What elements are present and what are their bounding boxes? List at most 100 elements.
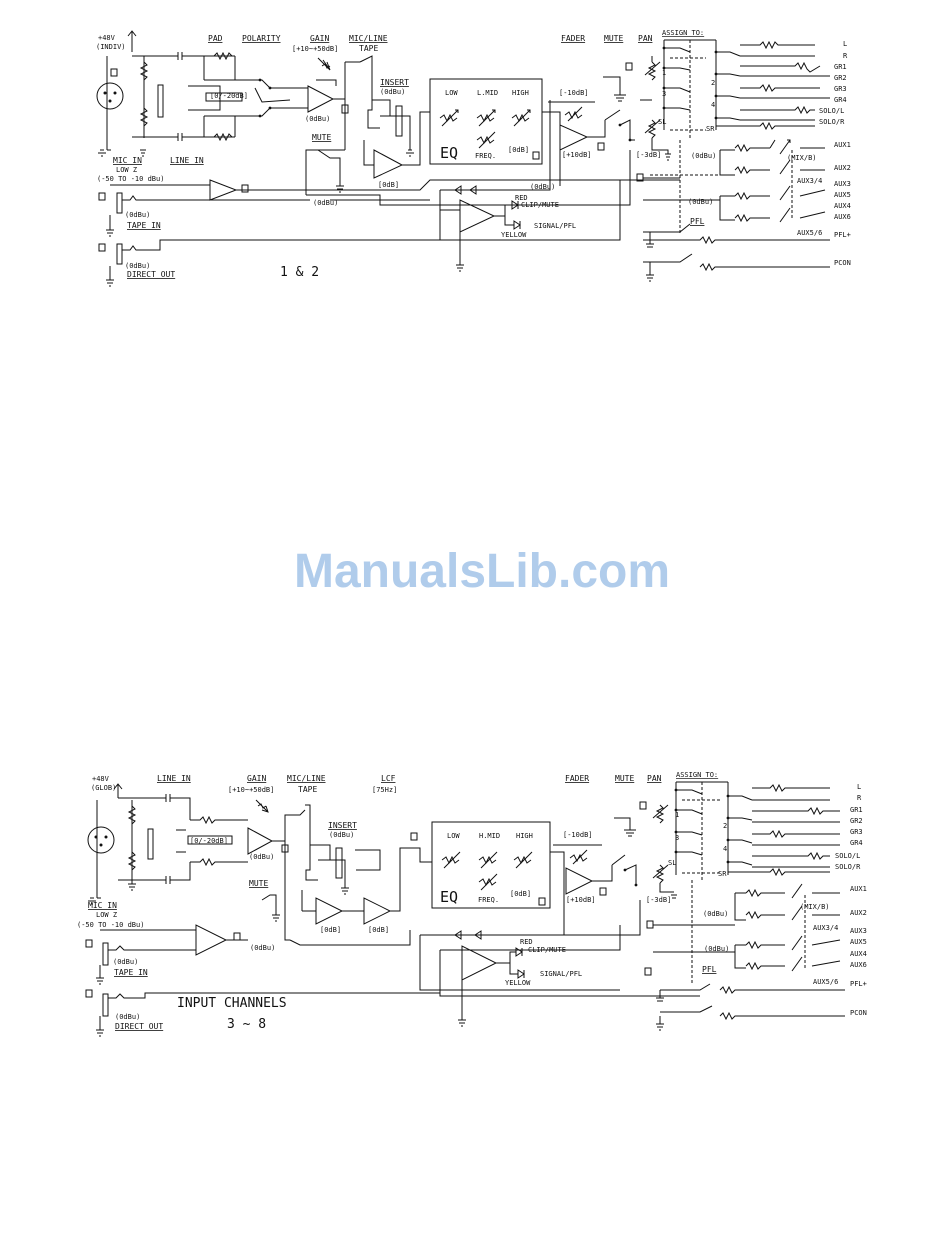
pan-level: [-3dB] — [636, 151, 661, 159]
eq-freq-label: FREQ. — [475, 152, 496, 160]
eq-hmid-label: H.MID — [479, 832, 500, 840]
out-l: L — [857, 783, 861, 791]
assign-switch-1: 1 — [675, 811, 679, 819]
out-r: R — [843, 52, 848, 60]
eq-high-label: HIGH — [512, 89, 529, 97]
out-aux6: AUX6 — [834, 213, 851, 221]
out-solo-r: SOLO/R — [835, 863, 861, 871]
out-l: L — [843, 40, 847, 48]
line-in-label: LINE IN — [157, 774, 191, 783]
mic-line-label: MIC/LINE — [287, 774, 326, 783]
low-z-label: LOW Z — [96, 911, 117, 919]
out-gr3: GR3 — [834, 85, 847, 93]
eq-low-label: LOW — [447, 832, 460, 840]
mix-b-label: (MIX/B) — [787, 154, 817, 162]
led-red-label: RED — [520, 938, 533, 946]
out-gr4: GR4 — [850, 839, 863, 847]
tape-label: TAPE — [298, 785, 317, 794]
mic-in-label: MIC IN — [88, 901, 117, 910]
out-aux6: AUX6 — [850, 961, 867, 969]
schematic-channels-3-8: +48V (GLOB) LINE IN [0/-20dB] GAIN [+10~… — [77, 771, 867, 1037]
aux-level-a: (0dBu) — [691, 152, 716, 160]
eq-box — [429, 78, 543, 165]
assign-switch-2: 2 — [711, 79, 715, 87]
pad-label: PAD — [208, 34, 223, 43]
out-gr2: GR2 — [834, 74, 847, 82]
insert-level: (0dBu) — [380, 88, 405, 96]
out-pcon: PCON — [850, 1009, 867, 1017]
eq-gain-label: [0dB] — [510, 890, 531, 898]
led-yellow-label: YELLOW — [501, 231, 527, 239]
mic-range: (-50 TO -10 dBu) — [77, 921, 144, 929]
out-aux2: AUX2 — [834, 164, 851, 172]
out-solo-l: SOLO/L — [835, 852, 860, 860]
gain-label: GAIN — [310, 34, 329, 43]
wiring — [96, 30, 830, 287]
assign-switch-sr: SR — [706, 125, 715, 133]
pfl-label: PFL — [690, 217, 705, 226]
fader-top-level: [-10dB] — [563, 831, 593, 839]
led-yellow-label: YELLOW — [505, 979, 531, 987]
pfl-label: PFL — [702, 965, 717, 974]
fader-label: FADER — [565, 774, 589, 783]
insert-gain-a: [0dB] — [320, 926, 341, 934]
eq-gain-label: [0dB] — [508, 146, 529, 154]
pan-label: PAN — [647, 774, 662, 783]
low-z-label: LOW Z — [116, 166, 137, 174]
direct-level: (0dBu) — [125, 262, 150, 270]
out-aux4: AUX4 — [834, 202, 851, 210]
mute-out-level: (0dBu) — [313, 199, 338, 207]
out-gr3: GR3 — [850, 828, 863, 836]
fader-bottom-level: [+10dB] — [562, 151, 592, 159]
insert-label: INSERT — [328, 821, 357, 830]
gain-out-level: (0dBu) — [249, 853, 274, 861]
gain-range: [+10~+50dB] — [228, 786, 274, 794]
out-gr1: GR1 — [850, 806, 863, 814]
polarity-label: POLARITY — [242, 34, 281, 43]
mix-b-label: (MIX/B) — [800, 903, 830, 911]
gain-out-level: (0dBu) — [305, 115, 330, 123]
led-signal-pfl-label: SIGNAL/PFL — [534, 222, 576, 230]
out-pcon: PCON — [834, 259, 851, 267]
eq-box — [431, 821, 551, 909]
phantom-mode: (INDIV) — [96, 43, 126, 51]
mic-in-label: MIC IN — [113, 156, 142, 165]
tape-level: (0dBu) — [113, 958, 138, 966]
out-gr4: GR4 — [834, 96, 847, 104]
out-aux3: AUX3 — [834, 180, 851, 188]
insert-level: (0dBu) — [329, 831, 354, 839]
eq-low-label: LOW — [445, 89, 458, 97]
tape-label: TAPE — [359, 44, 378, 53]
out-solo-r: SOLO/R — [819, 118, 845, 126]
eq-title: EQ — [440, 888, 458, 906]
aux56-label: AUX5/6 — [797, 229, 822, 237]
wiring — [85, 781, 845, 1037]
pan-level: [-3dB] — [646, 896, 671, 904]
out-solo-l: SOLO/L — [819, 107, 844, 115]
out-r: R — [857, 794, 862, 802]
schematic-channels-1-2: +48V (INDIV) PAD [0/-20dB] POLARITY GAIN… — [96, 29, 851, 287]
aux34-label: AUX3/4 — [813, 924, 838, 932]
channel-number-label: 1 & 2 — [280, 265, 319, 280]
tape-in-label: TAPE IN — [127, 221, 161, 230]
mute-label: MUTE — [312, 133, 331, 142]
mic-range: (-50 TO -10 dBu) — [97, 175, 164, 183]
phantom-label: +48V — [98, 34, 116, 42]
assign-label: ASSIGN TO: — [662, 29, 704, 37]
assign-switch-4: 4 — [711, 101, 715, 109]
pad-value: [0/-20dB] — [190, 837, 228, 845]
mic-line-label: MIC/LINE — [349, 34, 388, 43]
out-aux2: AUX2 — [850, 909, 867, 917]
assign-switch-sl: SL — [668, 859, 676, 867]
insert-label: INSERT — [380, 78, 409, 87]
out-aux1: AUX1 — [850, 885, 867, 893]
mute-top-label: MUTE — [615, 774, 634, 783]
out-pfl-plus: PFL+ — [834, 231, 851, 239]
gain-label: GAIN — [247, 774, 266, 783]
aux34-label: AUX3/4 — [797, 177, 822, 185]
out-aux3: AUX3 — [850, 927, 867, 935]
mute-label: MUTE — [249, 879, 268, 888]
insert-return-level: [0dB] — [378, 181, 399, 189]
out-gr1: GR1 — [834, 63, 847, 71]
